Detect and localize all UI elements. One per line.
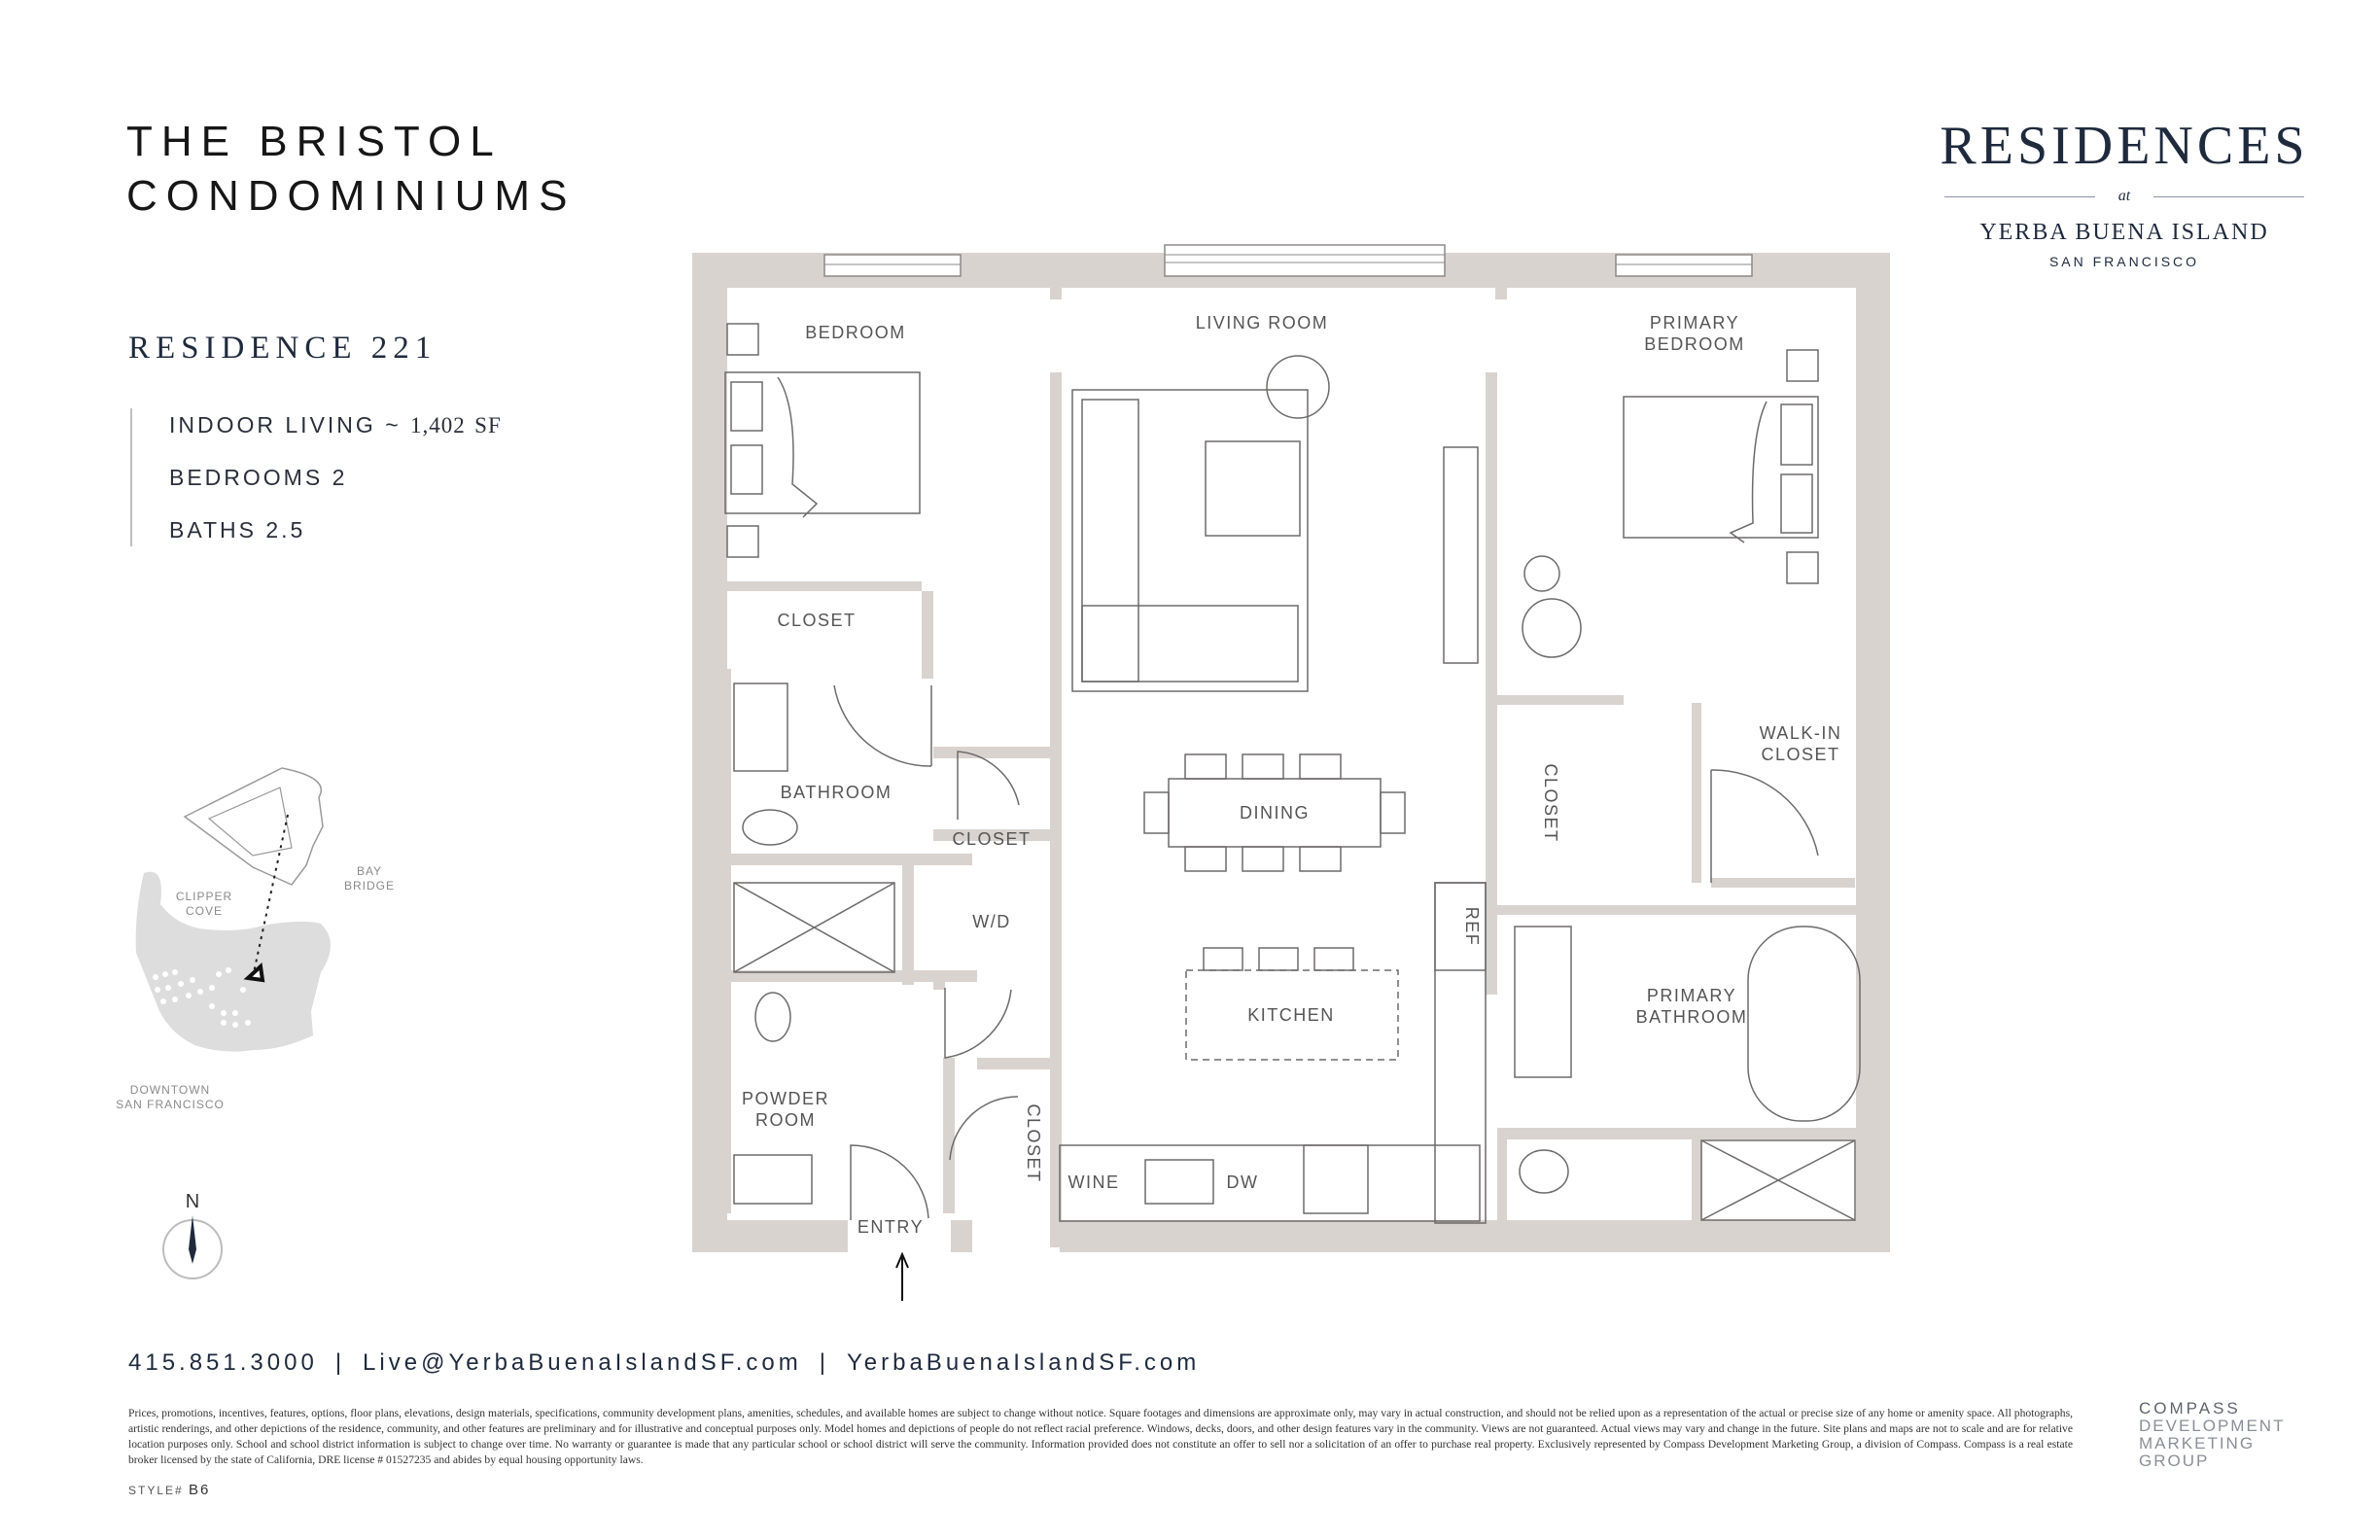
room-kitchen: KITCHEN bbox=[1247, 1005, 1335, 1025]
stat-bedrooms: BEDROOMS 2 bbox=[169, 465, 348, 490]
room-walk-in-1: WALK-IN bbox=[1760, 723, 1842, 743]
kitchen-sink bbox=[1144, 1159, 1214, 1205]
floor-plan: BEDROOM LIVING ROOM PRIMARY BEDROOM CLOS… bbox=[692, 244, 1890, 1301]
kitchen-counter bbox=[1059, 1144, 1481, 1222]
north-label: N bbox=[186, 1191, 199, 1212]
armchair-living bbox=[1266, 355, 1330, 419]
residence-stats: INDOOR LIVING ~ 1,402 SF BEDROOMS 2 BATH… bbox=[130, 408, 502, 546]
room-powder-1: POWDER bbox=[742, 1089, 829, 1108]
room-bedroom: BEDROOM bbox=[805, 323, 906, 342]
toilet-powder bbox=[754, 992, 791, 1042]
compass-line-3: MARKETING bbox=[2139, 1434, 2256, 1452]
brand-name: RESIDENCES bbox=[1940, 116, 2309, 176]
separator: | bbox=[334, 1349, 346, 1376]
sink-powder bbox=[733, 1154, 813, 1205]
shower-bathroom bbox=[733, 882, 895, 973]
style-value: B6 bbox=[189, 1482, 211, 1498]
room-powder-2: ROOM bbox=[755, 1110, 816, 1130]
entry-arrow-icon bbox=[895, 1251, 909, 1269]
location-map: BAY BRIDGE CLIPPER COVE DOWNTOWN SAN FRA… bbox=[116, 767, 395, 1279]
sectional-sofa bbox=[1071, 389, 1309, 692]
room-wd: W/D bbox=[972, 912, 1011, 931]
toilet-primary bbox=[1519, 1149, 1569, 1194]
legal-disclaimer: Prices, promotions, incentives, features… bbox=[128, 1407, 2073, 1466]
divider-line-left bbox=[1944, 196, 2095, 197]
stat-baths: BATHS 2.5 bbox=[169, 517, 306, 542]
title-line-2: CONDOMINIUMS bbox=[126, 172, 577, 220]
brand-place: YERBA BUENA ISLAND bbox=[1979, 220, 2269, 245]
bed-secondary bbox=[724, 371, 921, 514]
armchair-primary bbox=[1522, 598, 1582, 658]
style-label: STYLE# bbox=[128, 1484, 184, 1497]
brand-divider: at bbox=[1935, 177, 2314, 216]
phone-link[interactable]: 415.851.3000 bbox=[128, 1349, 318, 1376]
window-lines bbox=[824, 254, 1752, 265]
furniture bbox=[724, 323, 1861, 1224]
room-closet-primary: CLOSET bbox=[1541, 763, 1560, 842]
room-dining: DINING bbox=[1240, 803, 1310, 822]
room-primary-bedroom-2: BEDROOM bbox=[1644, 334, 1745, 354]
brand-city: SAN FRANCISCO bbox=[2048, 254, 2200, 269]
stat-indoor-living: INDOOR LIVING ~ 1,402 SF bbox=[169, 408, 502, 461]
room-dw: DW bbox=[1227, 1172, 1259, 1192]
site-marker-icon bbox=[243, 962, 265, 983]
brand-at: at bbox=[2118, 188, 2131, 204]
room-living: LIVING ROOM bbox=[1196, 313, 1329, 332]
interior-walls bbox=[719, 280, 1857, 1247]
label-downtown-1: DOWNTOWN bbox=[130, 1083, 210, 1097]
contact-line: 415.851.3000 | Live@YerbaBuenaIslandSF.com… bbox=[128, 1349, 1200, 1377]
label-bay-bridge-2: BRIDGE bbox=[344, 879, 395, 892]
room-wine: WINE bbox=[1068, 1172, 1120, 1192]
shower-primary bbox=[1700, 1139, 1856, 1221]
divider-line-right bbox=[2153, 196, 2304, 197]
email-link[interactable]: Live@YerbaBuenaIslandSF.com bbox=[363, 1349, 802, 1376]
toilet-bathroom bbox=[742, 809, 798, 846]
room-primary-bath-1: PRIMARY bbox=[1647, 986, 1736, 1005]
compass-line-1: COMPASS bbox=[2139, 1399, 2241, 1418]
separator: | bbox=[819, 1349, 829, 1376]
bathtub bbox=[1747, 926, 1861, 1122]
treasure-island-inner bbox=[207, 787, 293, 857]
room-walk-in-2: CLOSET bbox=[1761, 745, 1839, 764]
label-clipper-cove-1: CLIPPER bbox=[176, 890, 232, 903]
side-table bbox=[1523, 555, 1560, 592]
media-console bbox=[1443, 446, 1479, 664]
island-buildings bbox=[153, 967, 251, 1028]
refrigerator bbox=[1434, 882, 1487, 971]
building-title: THE BRISTOL CONDOMINIUMS bbox=[126, 115, 576, 224]
vanity-bathroom bbox=[733, 682, 788, 772]
residence-name: RESIDENCE 221 bbox=[128, 331, 438, 366]
exterior-walls bbox=[692, 253, 1890, 1252]
label-clipper-cove-2: COVE bbox=[186, 904, 223, 918]
indoor-label: INDOOR LIVING ~ bbox=[169, 412, 402, 438]
vanity-primary bbox=[1514, 926, 1572, 1078]
compass-line-4: GROUP bbox=[2139, 1452, 2210, 1470]
indoor-value: 1,402 bbox=[410, 413, 466, 438]
label-bay-bridge-1: BAY bbox=[357, 864, 382, 878]
bed-primary bbox=[1623, 396, 1819, 539]
coffee-table bbox=[1205, 440, 1301, 537]
room-entry: ENTRY bbox=[858, 1217, 924, 1237]
room-bathroom: BATHROOM bbox=[781, 783, 892, 802]
yerba-buena-island-shape bbox=[135, 871, 331, 1052]
room-primary-bath-2: BATHROOM bbox=[1636, 1007, 1748, 1027]
north-arrow-icon bbox=[189, 1215, 196, 1264]
windows bbox=[823, 244, 1753, 277]
room-closet-bedroom: CLOSET bbox=[777, 611, 856, 630]
room-primary-bedroom-1: PRIMARY bbox=[1650, 313, 1739, 332]
compass-line-2: DEVELOPMENT bbox=[2139, 1417, 2286, 1435]
compass-logo: COMPASS DEVELOPMENT MARKETING GROUP bbox=[2139, 1400, 2285, 1470]
room-ref: REF bbox=[1462, 907, 1482, 947]
style-code: STYLE# B6 bbox=[128, 1482, 210, 1498]
indoor-unit: SF bbox=[474, 413, 502, 438]
title-line-1: THE BRISTOL bbox=[126, 118, 503, 165]
brand-logo: RESIDENCES at YERBA BUENA ISLAND SAN FRA… bbox=[1935, 115, 2314, 269]
room-closet-entry: CLOSET bbox=[1024, 1103, 1043, 1182]
website-link[interactable]: YerbaBuenaIslandSF.com bbox=[846, 1349, 1201, 1376]
cooktop bbox=[1303, 1144, 1369, 1214]
label-downtown-2: SAN FRANCISCO bbox=[116, 1098, 225, 1111]
room-closet-hall: CLOSET bbox=[952, 829, 1031, 849]
